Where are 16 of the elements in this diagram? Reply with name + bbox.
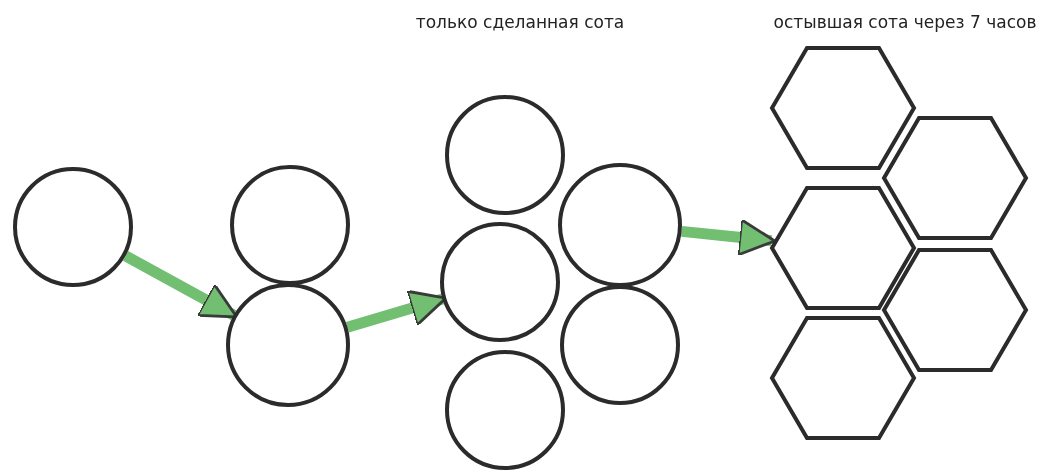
circle-shape xyxy=(560,285,680,405)
caption-text: только сделанная сота xyxy=(415,12,625,32)
hexagon-shape xyxy=(770,185,916,311)
circle-shape xyxy=(440,222,560,342)
circle-shape xyxy=(230,165,350,285)
circle-shape xyxy=(558,163,682,287)
hexagon-shape xyxy=(770,45,916,171)
circle-shape xyxy=(445,95,565,215)
caption-text: остывшая сота через 7 часов xyxy=(773,12,1037,32)
circle-shape xyxy=(226,283,350,407)
arrow xyxy=(122,251,239,320)
circle-shape xyxy=(13,167,133,287)
hexagon-shape xyxy=(770,315,916,441)
circle-shape xyxy=(445,350,565,470)
hexagon-shape xyxy=(882,115,1028,241)
hexagon-shape xyxy=(882,247,1028,373)
